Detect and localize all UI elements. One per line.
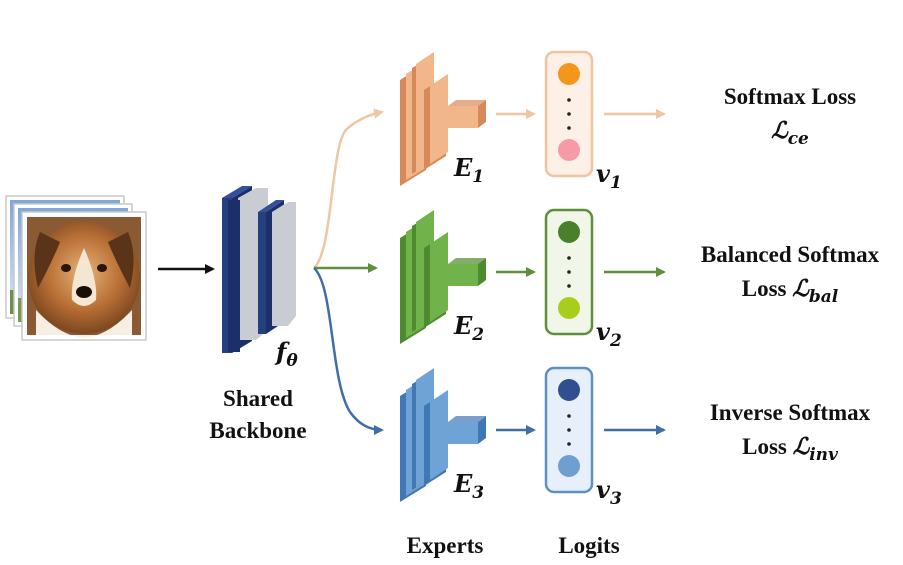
expert-2-block [400,210,486,344]
logit-bottom-dot [558,139,580,161]
loss-3-line2: Loss ℒinv [742,433,839,465]
expert-1-symbol: E1 [453,153,484,187]
expert-1-block [400,52,486,186]
backbone-symbol: fθ [274,337,298,371]
loss-3-line1: Inverse Softmax [710,400,871,425]
backbone-label-line1: Shared [223,386,293,411]
expert-3-block [400,368,486,502]
experts-column-label: Experts [407,533,484,558]
logits-2-vector [544,208,594,336]
loss-1-line2: ℒce [771,117,809,149]
logit-bottom-dot [558,455,580,477]
branch-arrow-expert-3 [313,267,384,435]
logits-column-label: Logits [558,533,619,558]
shared-backbone-block [222,186,296,353]
branch-arrow-expert-1 [313,108,384,269]
logit-top-dot [558,63,580,85]
loss-2-line1: Balanced Softmax [701,242,880,267]
logit-top-dot [558,221,580,243]
expert-3-symbol: E3 [453,469,484,503]
logits-1-vector [544,50,594,178]
input-image-stack [5,195,147,341]
expert-2-symbol: E2 [453,311,484,345]
loss-1-line1: Softmax Loss [724,84,856,109]
logits-3-symbol: v3 [596,475,622,509]
dog-photo [21,211,147,341]
logit-bottom-dot [558,297,580,319]
logits-3-vector [544,366,594,494]
logits-1-symbol: v1 [596,159,622,193]
logit-top-dot [558,379,580,401]
logits-2-symbol: v2 [596,317,622,351]
backbone-label-line2: Backbone [209,418,306,443]
loss-2-line2: Loss ℒbal [742,275,839,307]
